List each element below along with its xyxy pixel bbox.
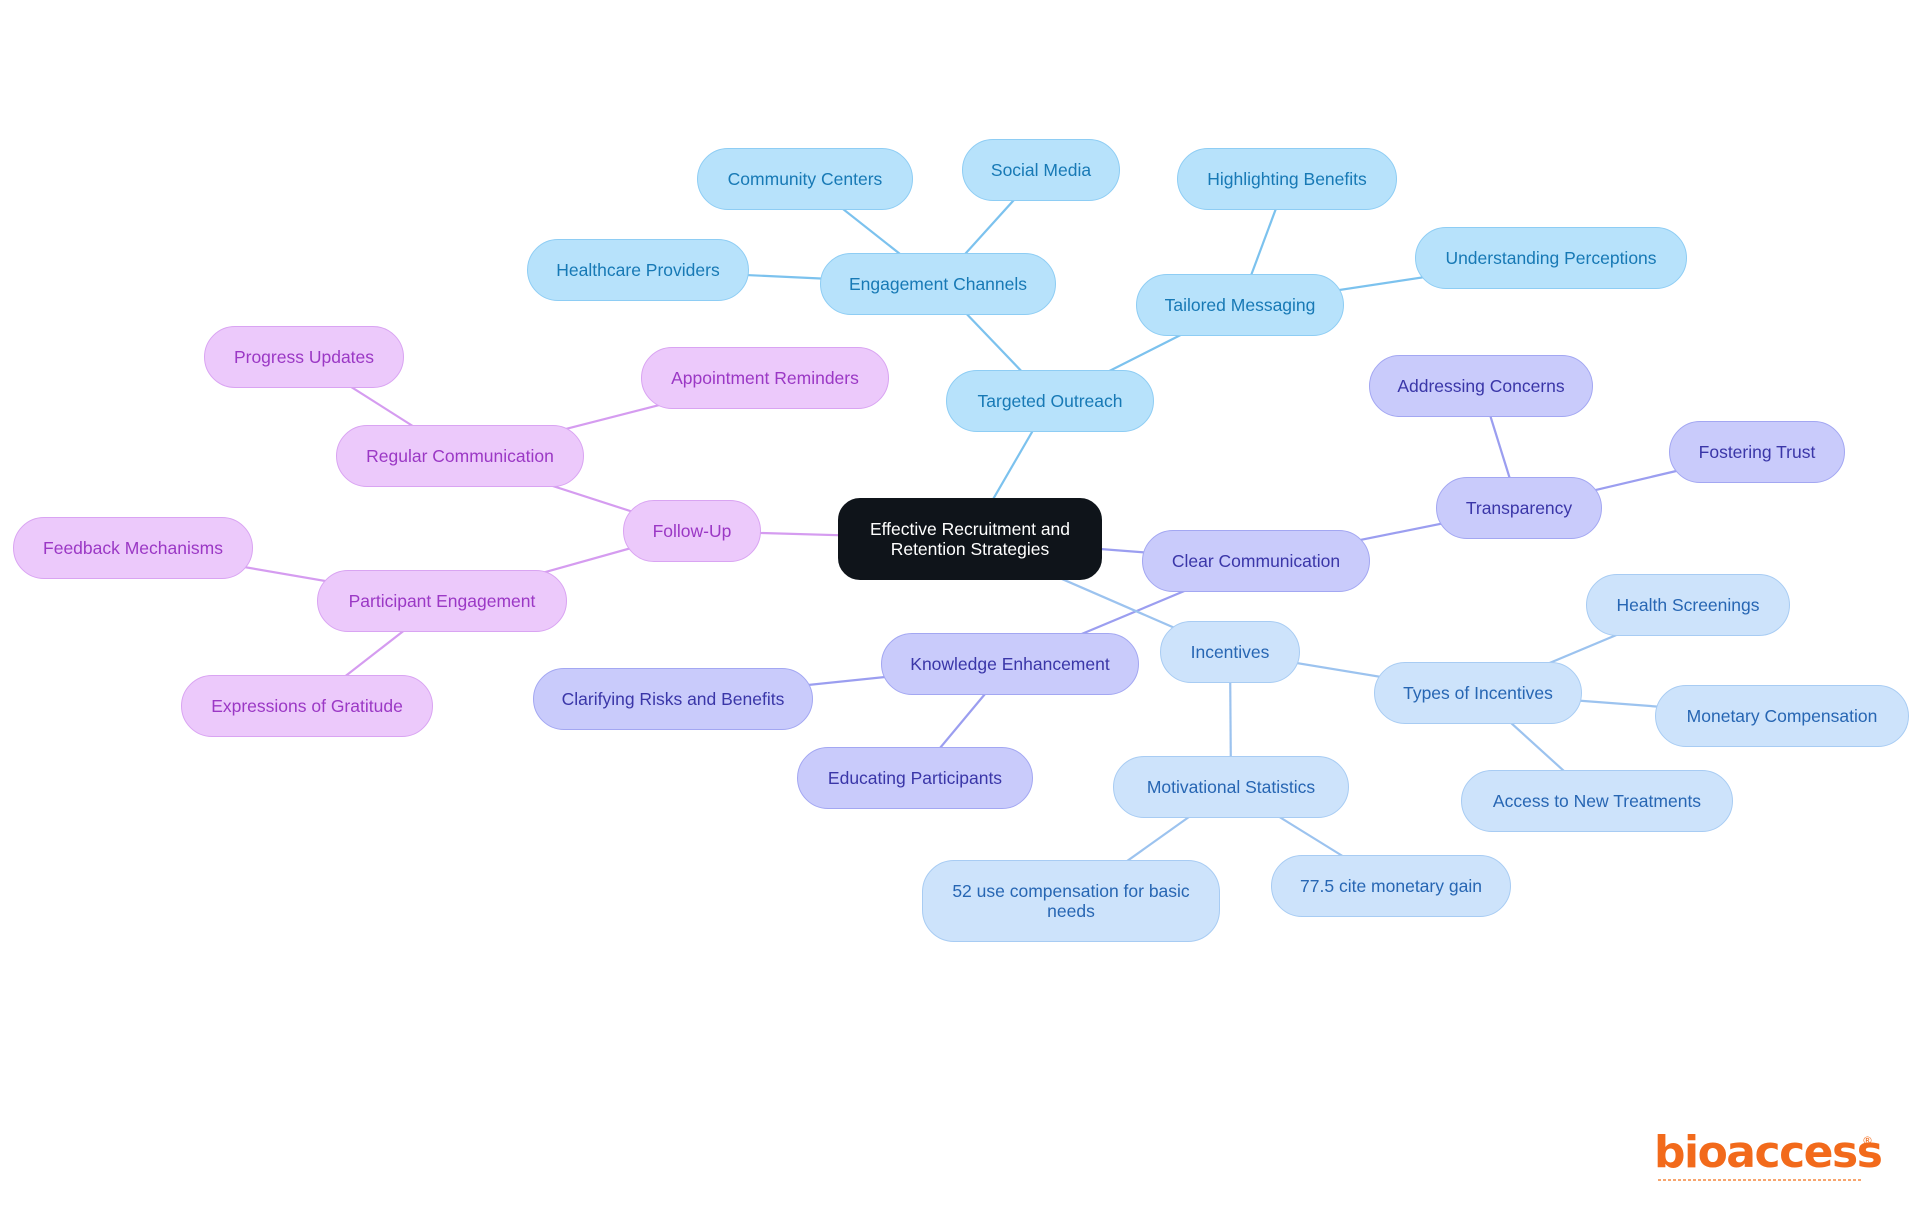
node-clear-communication: Clear Communication bbox=[1142, 530, 1370, 592]
node-follow-up: Follow-Up bbox=[623, 500, 761, 562]
node-monetary-compensation: Monetary Compensation bbox=[1655, 685, 1909, 747]
node-participant-engagement: Participant Engagement bbox=[317, 570, 567, 632]
node-understanding-perceptions: Understanding Perceptions bbox=[1415, 227, 1687, 289]
node-progress-updates: Progress Updates bbox=[204, 326, 404, 388]
bioaccess-logo: bioaccess ® bbox=[1654, 1128, 1883, 1184]
node-community-centers: Community Centers bbox=[697, 148, 913, 210]
node-incentives: Incentives bbox=[1160, 621, 1300, 683]
node-regular-communication: Regular Communication bbox=[336, 425, 584, 487]
node-access-to-new-treatments: Access to New Treatments bbox=[1461, 770, 1733, 832]
logo-tagline-line bbox=[1658, 1179, 1862, 1181]
node-appointment-reminders: Appointment Reminders bbox=[641, 347, 889, 409]
node-addressing-concerns: Addressing Concerns bbox=[1369, 355, 1593, 417]
node-transparency: Transparency bbox=[1436, 477, 1602, 539]
node-knowledge-enhancement: Knowledge Enhancement bbox=[881, 633, 1139, 695]
logo-wordmark: bioaccess bbox=[1654, 1127, 1883, 1178]
node-stat-monetary-gain: 77.5 cite monetary gain bbox=[1271, 855, 1511, 917]
node-expressions-of-gratitude: Expressions of Gratitude bbox=[181, 675, 433, 737]
node-motivational-statistics: Motivational Statistics bbox=[1113, 756, 1349, 818]
node-types-of-incentives: Types of Incentives bbox=[1374, 662, 1582, 724]
node-tailored-messaging: Tailored Messaging bbox=[1136, 274, 1344, 336]
node-targeted-outreach: Targeted Outreach bbox=[946, 370, 1154, 432]
node-stat-basic-needs: 52 use compensation for basic needs bbox=[922, 860, 1220, 942]
root-node: Effective Recruitment and Retention Stra… bbox=[838, 498, 1102, 580]
node-healthcare-providers: Healthcare Providers bbox=[527, 239, 749, 301]
node-social-media: Social Media bbox=[962, 139, 1120, 201]
node-clarifying-risks-and-benefits: Clarifying Risks and Benefits bbox=[533, 668, 813, 730]
registered-mark: ® bbox=[1862, 1134, 1873, 1147]
node-highlighting-benefits: Highlighting Benefits bbox=[1177, 148, 1397, 210]
node-health-screenings: Health Screenings bbox=[1586, 574, 1790, 636]
node-engagement-channels: Engagement Channels bbox=[820, 253, 1056, 315]
node-educating-participants: Educating Participants bbox=[797, 747, 1033, 809]
node-feedback-mechanisms: Feedback Mechanisms bbox=[13, 517, 253, 579]
node-fostering-trust: Fostering Trust bbox=[1669, 421, 1845, 483]
